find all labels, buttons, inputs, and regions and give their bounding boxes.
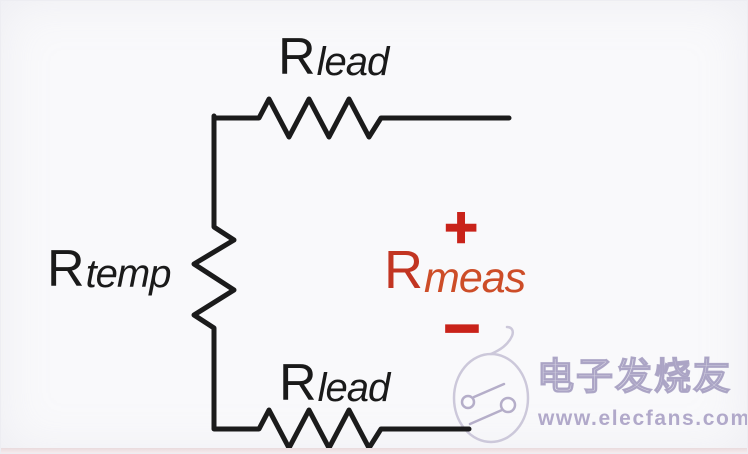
top-resistor-label: R lead — [278, 28, 390, 86]
meas-resistor-subscript: meas — [424, 254, 526, 302]
temp-resistor-symbol: R — [47, 240, 85, 298]
top-resistor-symbol: R — [278, 28, 316, 86]
minus-terminal-label: − — [443, 292, 482, 364]
temp-resistor-subscript: temp — [85, 252, 172, 296]
temp-resistor-label: R temp — [47, 243, 171, 295]
meas-resistor-symbol: R — [384, 240, 423, 300]
meas-resistor-label: R meas — [384, 240, 526, 302]
top-lead-resistor-wire — [211, 96, 512, 140]
bottom-resistor-subscript: lead — [317, 366, 391, 410]
watermark-site-url: www.elecfans.com — [538, 407, 748, 430]
bottom-resistor-symbol: R — [279, 354, 317, 412]
temp-and-bottom-lead-wire — [191, 113, 472, 451]
top-resistor-subscript: lead — [316, 40, 390, 84]
plus-terminal-label: + — [443, 195, 478, 260]
bottom-resistor-label: R lead — [279, 354, 391, 412]
watermark-brand-text: 电子发烧友 — [536, 356, 732, 398]
image-bottom-edge — [1, 448, 747, 453]
elecfans-logo-icon — [452, 325, 530, 444]
